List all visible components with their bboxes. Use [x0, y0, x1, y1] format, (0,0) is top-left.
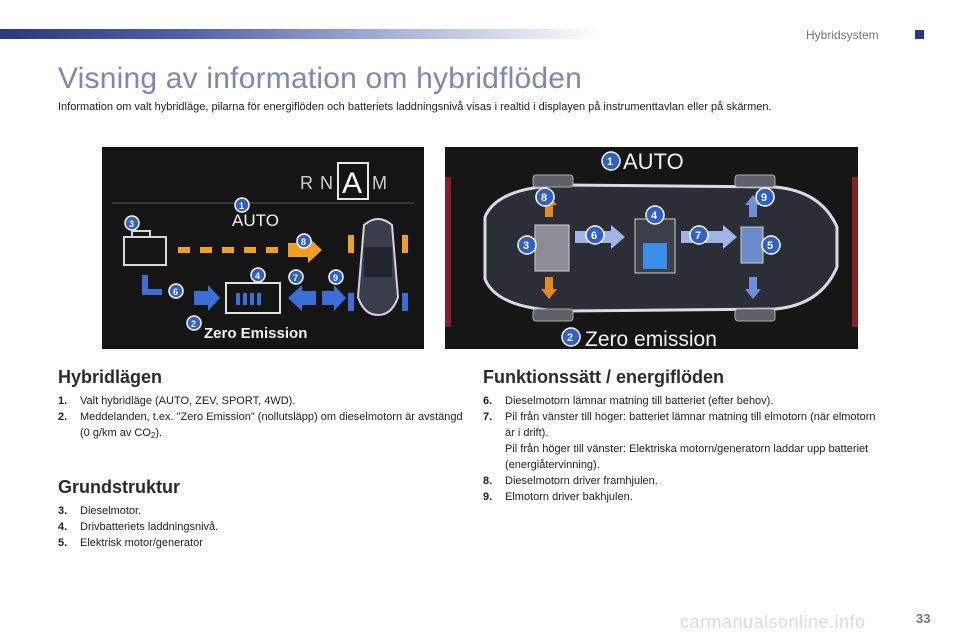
intro-text: Information om valt hybridläge, pilarna … — [58, 101, 772, 113]
list-item: 1. Valt hybridläge (AUTO, ZEV, SPORT, 4W… — [58, 395, 296, 407]
list-item: 2. Meddelanden, t.ex. "Zero Emission" (n… — [58, 411, 463, 440]
mode-a-selected: A — [342, 167, 362, 200]
zero-emission-label: Zero emission — [585, 328, 717, 349]
instrument-panel-display: R N A M 1 AUTO 3 8 4 6 — [102, 147, 424, 349]
page-title: Visning av information om hybridflöden — [58, 62, 583, 95]
list-item: 4. Drivbatteriets laddningsnivå. — [58, 521, 219, 533]
svg-text:4: 4 — [651, 210, 658, 222]
list-item: 8. Dieselmotorn driver framhjulen. — [483, 475, 658, 487]
mode-r: R — [300, 173, 313, 193]
mode-label: AUTO — [232, 211, 279, 230]
section-marker — [915, 30, 924, 39]
list-item: 7. Pil från vänster till höger: batterie… — [483, 411, 876, 471]
svg-text:7: 7 — [293, 273, 298, 283]
function-list: 6. Dieselmotorn lämnar matning till batt… — [483, 393, 878, 505]
hybrid-modes-heading: Hybridlägen — [58, 367, 163, 387]
list-item: 6. Dieselmotorn lämnar matning till batt… — [483, 395, 774, 407]
structure-list: 3. Dieselmotor. 4. Drivbatteriets laddni… — [58, 503, 468, 551]
mode-m: M — [372, 173, 387, 193]
svg-text:3: 3 — [129, 219, 134, 229]
list-item: 9. Elmotorn driver bakhjulen. — [483, 491, 633, 503]
svg-text:1: 1 — [239, 201, 244, 211]
svg-text:1: 1 — [607, 156, 613, 168]
svg-text:7: 7 — [695, 230, 701, 242]
function-heading: Funktionssätt / energiflöden — [483, 367, 725, 387]
svg-text:4: 4 — [255, 271, 260, 281]
page-number: 33 — [916, 611, 931, 626]
section-name: Hybridsystem — [806, 28, 879, 42]
svg-text:3: 3 — [523, 240, 529, 252]
svg-text:6: 6 — [591, 230, 597, 242]
watermark: carmanualsonline.info — [680, 612, 866, 632]
structure-heading: Grundstruktur — [58, 477, 181, 497]
svg-text:5: 5 — [767, 240, 773, 252]
zero-emission-label: Zero Emission — [204, 325, 307, 342]
svg-text:2: 2 — [567, 332, 573, 344]
svg-text:9: 9 — [761, 192, 767, 204]
hybrid-modes-list: 1. Valt hybridläge (AUTO, ZEV, SPORT, 4W… — [58, 393, 468, 444]
list-item: 3. Dieselmotor. — [58, 505, 142, 517]
svg-text:2: 2 — [191, 319, 196, 329]
svg-text:9: 9 — [333, 273, 338, 283]
mode-label: AUTO — [623, 149, 684, 174]
svg-text:8: 8 — [541, 192, 547, 204]
header-bar — [0, 29, 600, 39]
mode-n: N — [320, 173, 333, 193]
svg-text:8: 8 — [301, 237, 306, 247]
multifunction-screen-display: 1 AUTO 3 8 6 4 7 5 — [445, 147, 858, 349]
list-item: 5. Elektrisk motor/generator — [58, 537, 203, 549]
svg-text:6: 6 — [173, 287, 178, 297]
